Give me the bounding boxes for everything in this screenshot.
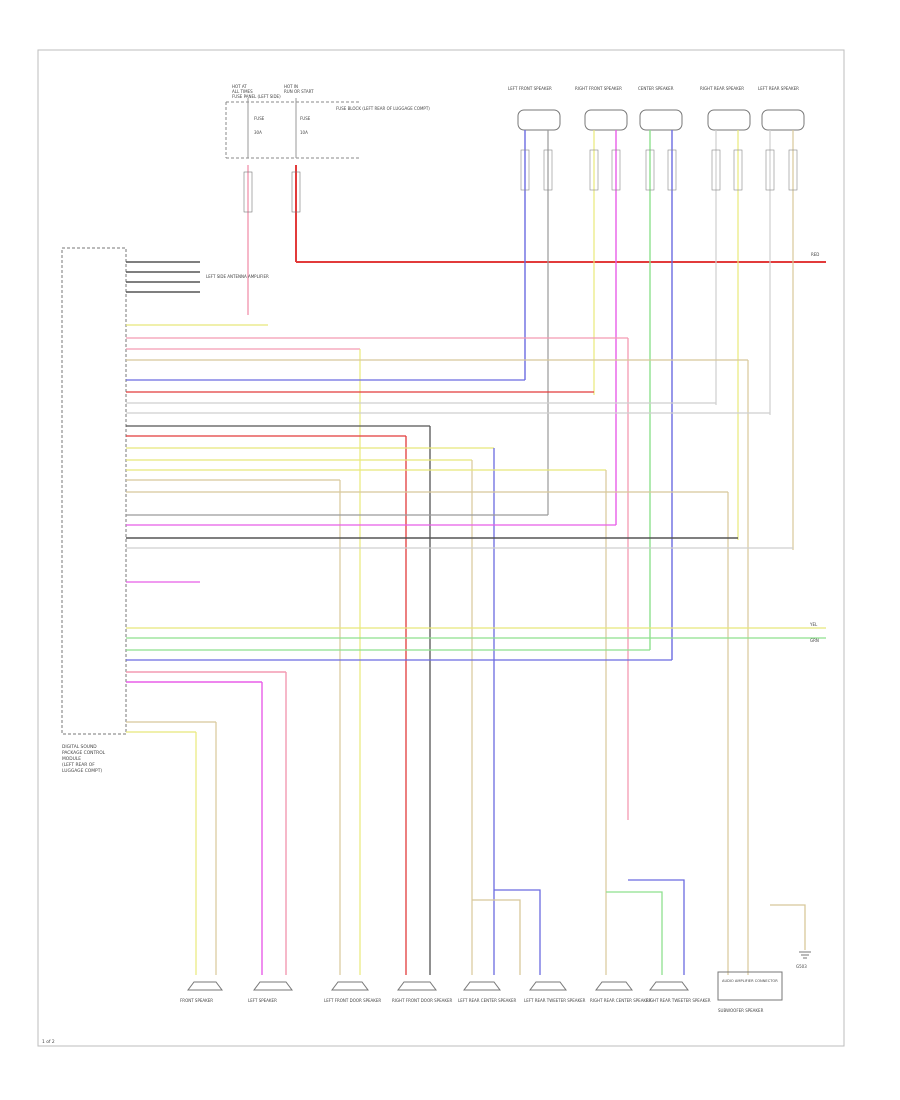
bottom-component-labels: FRONT SPEAKER LEFT SPEAKER LEFT FRONT DO…: [180, 979, 778, 1013]
ground-label: G503: [796, 964, 807, 969]
top-speaker-4-body: [707, 109, 751, 131]
top-speaker-3-body: [639, 109, 683, 131]
fuse-a-amp: 30A: [254, 130, 262, 135]
bottom-speaker-7-label: RIGHT REAR CENTER SPEAKER: [590, 998, 652, 1003]
fuse-header-right: HOT IN: [284, 84, 298, 89]
fuse-a-label: FUSE: [254, 116, 265, 121]
bottom-speaker-5-label: LEFT REAR CENTER SPEAKER: [458, 998, 516, 1003]
bottom-speaker-1-label: FRONT SPEAKER: [180, 998, 213, 1003]
module-label-2: PACKAGE CONTROL: [62, 750, 106, 756]
diagram-frame: [37, 49, 845, 1047]
fuse-header-left: HOT AT: [232, 84, 247, 89]
bottom-speaker-4-label: RIGHT FRONT DOOR SPEAKER: [392, 998, 453, 1003]
control-module: [61, 247, 127, 735]
fuse-b-label: FUSE: [300, 116, 311, 121]
ref-yel: YEL: [809, 622, 818, 627]
bottom-speaker-3-label: LEFT FRONT DOOR SPEAKER: [324, 998, 381, 1003]
fuse-box: HOT AT ALL TIMES HOT IN RUN OR START FUS…: [225, 84, 430, 159]
top-speaker-4-label: RIGHT REAR SPEAKER: [700, 86, 744, 91]
bottom-jumpers: [472, 879, 806, 975]
bottom-speaker-6-label: LEFT REAR TWEETER SPEAKER: [524, 998, 586, 1003]
antenna-label: LEFT SIDE ANTENNA AMPLIFIER: [206, 274, 269, 279]
top-speaker-1-label: LEFT FRONT SPEAKER: [508, 86, 552, 91]
top-speaker-3-label: CENTER SPEAKER: [638, 86, 674, 91]
fuse-box-note: FUSE BLOCK (LEFT REAR OF LUGGAGE COMPT): [336, 106, 430, 111]
fuse-b-connector: [291, 171, 301, 213]
fuse-b-amp: 10A: [300, 130, 308, 135]
module-label-4: (LEFT REAR OF: [62, 762, 95, 768]
bottom-speakers: [187, 971, 783, 1001]
module-label-5: LUGGAGE COMPT): [62, 768, 102, 774]
top-speaker-2-label: RIGHT FRONT SPEAKER: [575, 86, 622, 91]
top-speaker-5-body: [761, 109, 805, 131]
bottom-speaker-8-label: RIGHT REAR TWEETER SPEAKER: [646, 998, 711, 1003]
top-components: LEFT FRONT SPEAKER RIGHT FRONT SPEAKER C…: [508, 86, 805, 131]
bottom-speaker-2-label: LEFT SPEAKER: [248, 998, 277, 1003]
antenna-bundle: [126, 261, 200, 293]
ref-red: RED: [811, 252, 819, 257]
amp-connector-label: AUDIO AMPLIFIER CONNECTOR: [722, 979, 778, 983]
fuse-a-connector: [243, 171, 253, 213]
page-footer: 1 of 2: [42, 1039, 55, 1045]
fuse-panel-label: FUSE PANEL (LEFT SIDE): [232, 94, 281, 99]
ground-symbol: [799, 951, 811, 959]
module-label-1: DIGITAL SOUND: [62, 744, 97, 750]
bottom-speaker-9-label: SUBWOOFER SPEAKER: [718, 1008, 764, 1013]
top-speaker-2-body: [584, 109, 628, 131]
ref-grn: GRN: [810, 638, 819, 643]
fuse-header-left-2: ALL TIMES: [232, 89, 253, 94]
top-speaker-1-body: [517, 109, 561, 131]
top-speaker-wires: [524, 130, 794, 660]
module-wires: [126, 324, 826, 975]
module-label-3: MODULE: [62, 756, 81, 762]
top-speaker-5-label: LEFT REAR SPEAKER: [758, 86, 799, 91]
fuse-header-right-2: RUN OR START: [284, 89, 314, 94]
top-connector-blocks: [520, 149, 798, 191]
